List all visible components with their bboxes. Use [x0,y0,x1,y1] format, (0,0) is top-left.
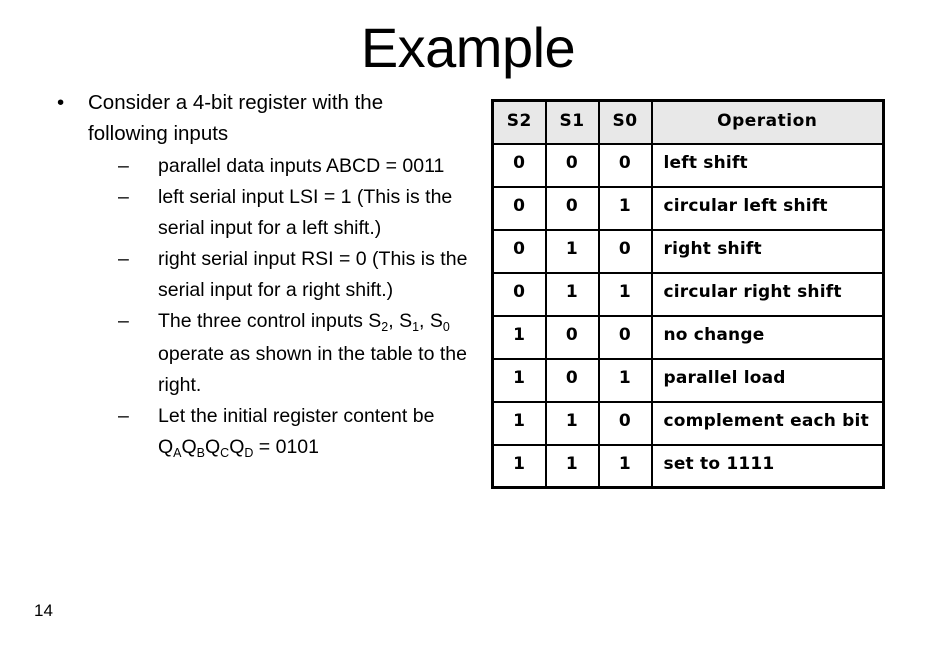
dash-marker-icon: – [118,186,129,208]
page-title: Example [360,16,576,79]
list-item: – left serial input LSI = 1 (This is the … [48,182,468,244]
column-header-s2: S2 [491,99,547,145]
list-item: • Consider a 4-bit register with the fol… [48,88,468,149]
cell-s2: 1 [491,357,547,403]
list-item-label: parallel data inputs ABCD = 0011 [158,155,445,177]
table-body: 0 0 0 left shift 0 0 1 circular left shi… [491,142,885,489]
cell-s0: 1 [597,443,653,489]
cell-operation: set to 1111 [650,443,885,489]
dash-marker-icon: – [118,405,129,427]
cell-s1: 0 [544,314,600,360]
cell-s1: 1 [544,400,600,446]
slide-number: 14 [34,601,53,620]
cell-s2: 0 [491,185,547,231]
cell-s0: 0 [597,400,653,446]
table-row: 0 0 0 left shift [491,142,885,188]
column-header-s0: S0 [597,99,653,145]
table-row: 1 0 0 no change [491,314,885,360]
column-header-operation: Operation [650,99,885,145]
operation-table: S2 S1 S0 Operation 0 0 0 left shift 0 0 … [491,99,885,489]
cell-s1: 1 [544,271,600,317]
cell-operation: right shift [650,228,885,274]
bullet-marker-icon: • [57,91,65,114]
dash-marker-icon: – [118,155,129,177]
list-item-label: right serial input RSI = 0 (This is the … [158,248,468,301]
cell-s1: 0 [544,185,600,231]
list-item: – The three control inputs S2, S1, S0 ope… [48,306,468,401]
cell-s0: 1 [597,185,653,231]
table-row: 1 1 0 complement each bit [491,400,885,446]
cell-operation: left shift [650,142,885,188]
cell-s2: 0 [491,271,547,317]
table-row: 0 1 0 right shift [491,228,885,274]
cell-s0: 1 [597,271,653,317]
cell-operation: complement each bit [650,400,885,446]
list-item: – Let the initial register content be QAQ… [48,401,468,465]
table-row: 1 0 1 parallel load [491,357,885,403]
cell-s0: 1 [597,357,653,403]
cell-operation: parallel load [650,357,885,403]
list-item: – right serial input RSI = 0 (This is the… [48,244,468,306]
cell-s1: 1 [544,443,600,489]
cell-s0: 0 [597,228,653,274]
cell-s2: 0 [491,142,547,188]
cell-s0: 0 [597,142,653,188]
cell-operation: no change [650,314,885,360]
table-row: 1 1 1 set to 1111 [491,443,885,489]
table-row: 0 1 1 circular right shift [491,271,885,317]
bullet-list: • Consider a 4-bit register with the fol… [48,88,468,465]
cell-s1: 0 [544,357,600,403]
list-item: – parallel data inputs ABCD = 0011 [48,151,468,182]
table-row: 0 0 1 circular left shift [491,185,885,231]
cell-s2: 1 [491,314,547,360]
cell-s0: 0 [597,314,653,360]
list-item-label: Let the initial register content be QAQB… [158,405,435,461]
dash-marker-icon: – [118,248,129,270]
cell-s1: 0 [544,142,600,188]
cell-s2: 1 [491,400,547,446]
cell-s1: 1 [544,228,600,274]
list-item-label: left serial input LSI = 1 (This is the s… [158,186,453,239]
list-item-label: The three control inputs S2, S1, S0 oper… [158,310,467,396]
operation-table-container: S2 S1 S0 Operation 0 0 0 left shift 0 0 … [491,99,885,489]
cell-s2: 0 [491,228,547,274]
cell-operation: circular left shift [650,185,885,231]
column-header-s1: S1 [544,99,600,145]
list-item-label: Consider a 4-bit register with the follo… [88,91,384,145]
table-header-row: S2 S1 S0 Operation [491,99,885,145]
dash-marker-icon: – [118,310,129,332]
cell-s2: 1 [491,443,547,489]
cell-operation: circular right shift [650,271,885,317]
